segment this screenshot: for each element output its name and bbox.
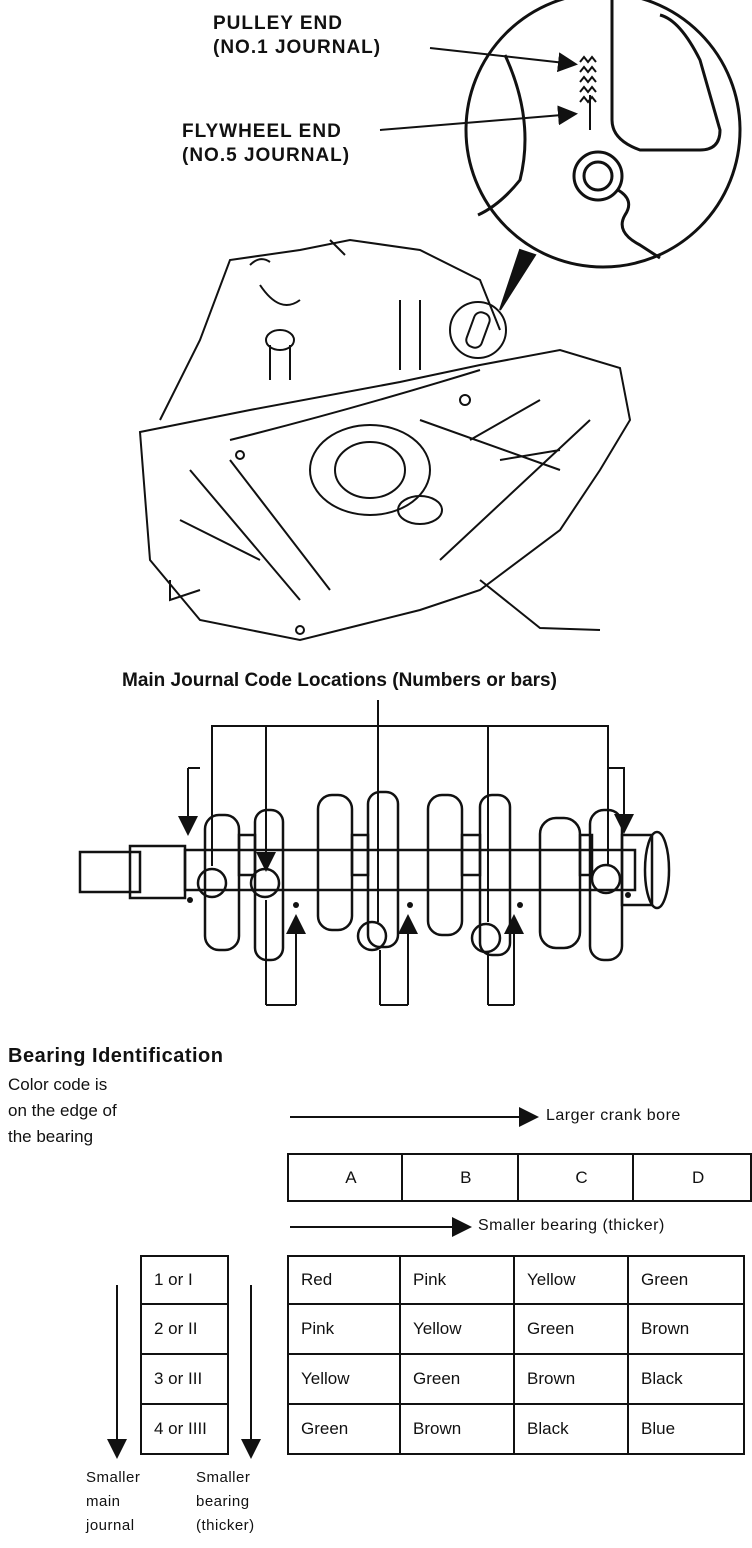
pulley-end-label: PULLEY END (NO.1 JOURNAL) (213, 12, 381, 60)
color-cell: Blue (627, 1403, 745, 1455)
pulley-journal-text: (NO.1 JOURNAL) (213, 37, 382, 58)
color-cell: Green (287, 1403, 401, 1455)
color-cell: Black (627, 1353, 745, 1405)
color-cell: Pink (399, 1255, 515, 1305)
row-code-4: 4 or IIII (140, 1403, 229, 1455)
color-cell: Brown (513, 1353, 629, 1405)
color-row: Yellow Green Brown Black (287, 1353, 745, 1405)
flywheel-end-text: FLYWHEEL END (182, 121, 342, 142)
larger-crank-bore-label: Larger crank bore (546, 1107, 681, 1124)
row-code-1: 1 or I (140, 1255, 229, 1305)
column-code-d: D (632, 1153, 752, 1202)
bearing-note-line-2: on the edge of (8, 1101, 117, 1120)
pulley-end-text: PULLEY END (213, 13, 344, 34)
column-code-c: C (516, 1153, 635, 1202)
color-cell: Black (513, 1403, 629, 1455)
color-row: Green Brown Black Blue (287, 1403, 745, 1455)
color-cell: Green (399, 1353, 515, 1405)
smaller-bearing-vertical-label: Smaller bearing (thicker) (196, 1466, 255, 1538)
smaller-bearing-vertical-line-3: (thicker) (196, 1517, 255, 1534)
column-code-b: B (400, 1153, 519, 1202)
bearing-title: Bearing Identification (8, 1045, 224, 1067)
color-cell: Yellow (513, 1255, 629, 1305)
flywheel-end-label: FLYWHEEL END (NO.5 JOURNAL) (182, 120, 350, 168)
magnified-detail-circle (464, 0, 742, 269)
color-cell: Green (513, 1303, 629, 1355)
color-cell: Yellow (399, 1303, 515, 1355)
crank-bore-code-table: A B C D (287, 1153, 752, 1202)
smaller-main-journal-line-1: Smaller (86, 1469, 141, 1486)
journal-location-leaders (178, 700, 634, 1006)
color-cell: Green (627, 1255, 745, 1305)
bearing-note-line-3: the bearing (8, 1127, 94, 1146)
bearing-note: Color code is on the edge of the bearing (8, 1072, 117, 1150)
color-row: Pink Yellow Green Brown (287, 1303, 745, 1355)
row-code-3: 3 or III (140, 1353, 229, 1405)
row-code-2: 2 or II (140, 1303, 229, 1355)
smaller-main-journal-line-2: main (86, 1493, 121, 1510)
color-cell: Brown (399, 1403, 515, 1455)
smaller-bearing-vertical-line-2: bearing (196, 1493, 250, 1510)
pulley-end-leader (429, 47, 578, 73)
journal-code-marks (579, 55, 597, 104)
bearing-note-line-1: Color code is (8, 1075, 108, 1094)
bearing-color-table: Red Pink Yellow Green Pink Yellow Green … (287, 1255, 745, 1455)
smaller-main-journal-line-3: journal (86, 1517, 135, 1534)
main-journal-code-table: 1 or I 2 or II 3 or III 4 or IIII (140, 1255, 229, 1455)
smaller-bearing-vertical-line-1: Smaller (196, 1469, 251, 1486)
engine-block-illustration (138, 238, 632, 642)
color-cell: Pink (287, 1303, 401, 1355)
smaller-bearing-label: Smaller bearing (thicker) (478, 1217, 665, 1234)
flywheel-end-leader (379, 105, 578, 131)
crank-caption: Main Journal Code Locations (Numbers or … (122, 670, 557, 691)
color-cell: Brown (627, 1303, 745, 1355)
color-row: Red Pink Yellow Green (287, 1255, 745, 1305)
column-code-a: A (287, 1153, 403, 1202)
smaller-main-journal-label: Smaller main journal (86, 1466, 140, 1538)
flywheel-journal-text: (NO.5 JOURNAL) (182, 145, 351, 166)
crankshaft-illustration (78, 790, 671, 962)
color-cell: Yellow (287, 1353, 401, 1405)
color-cell: Red (287, 1255, 401, 1305)
